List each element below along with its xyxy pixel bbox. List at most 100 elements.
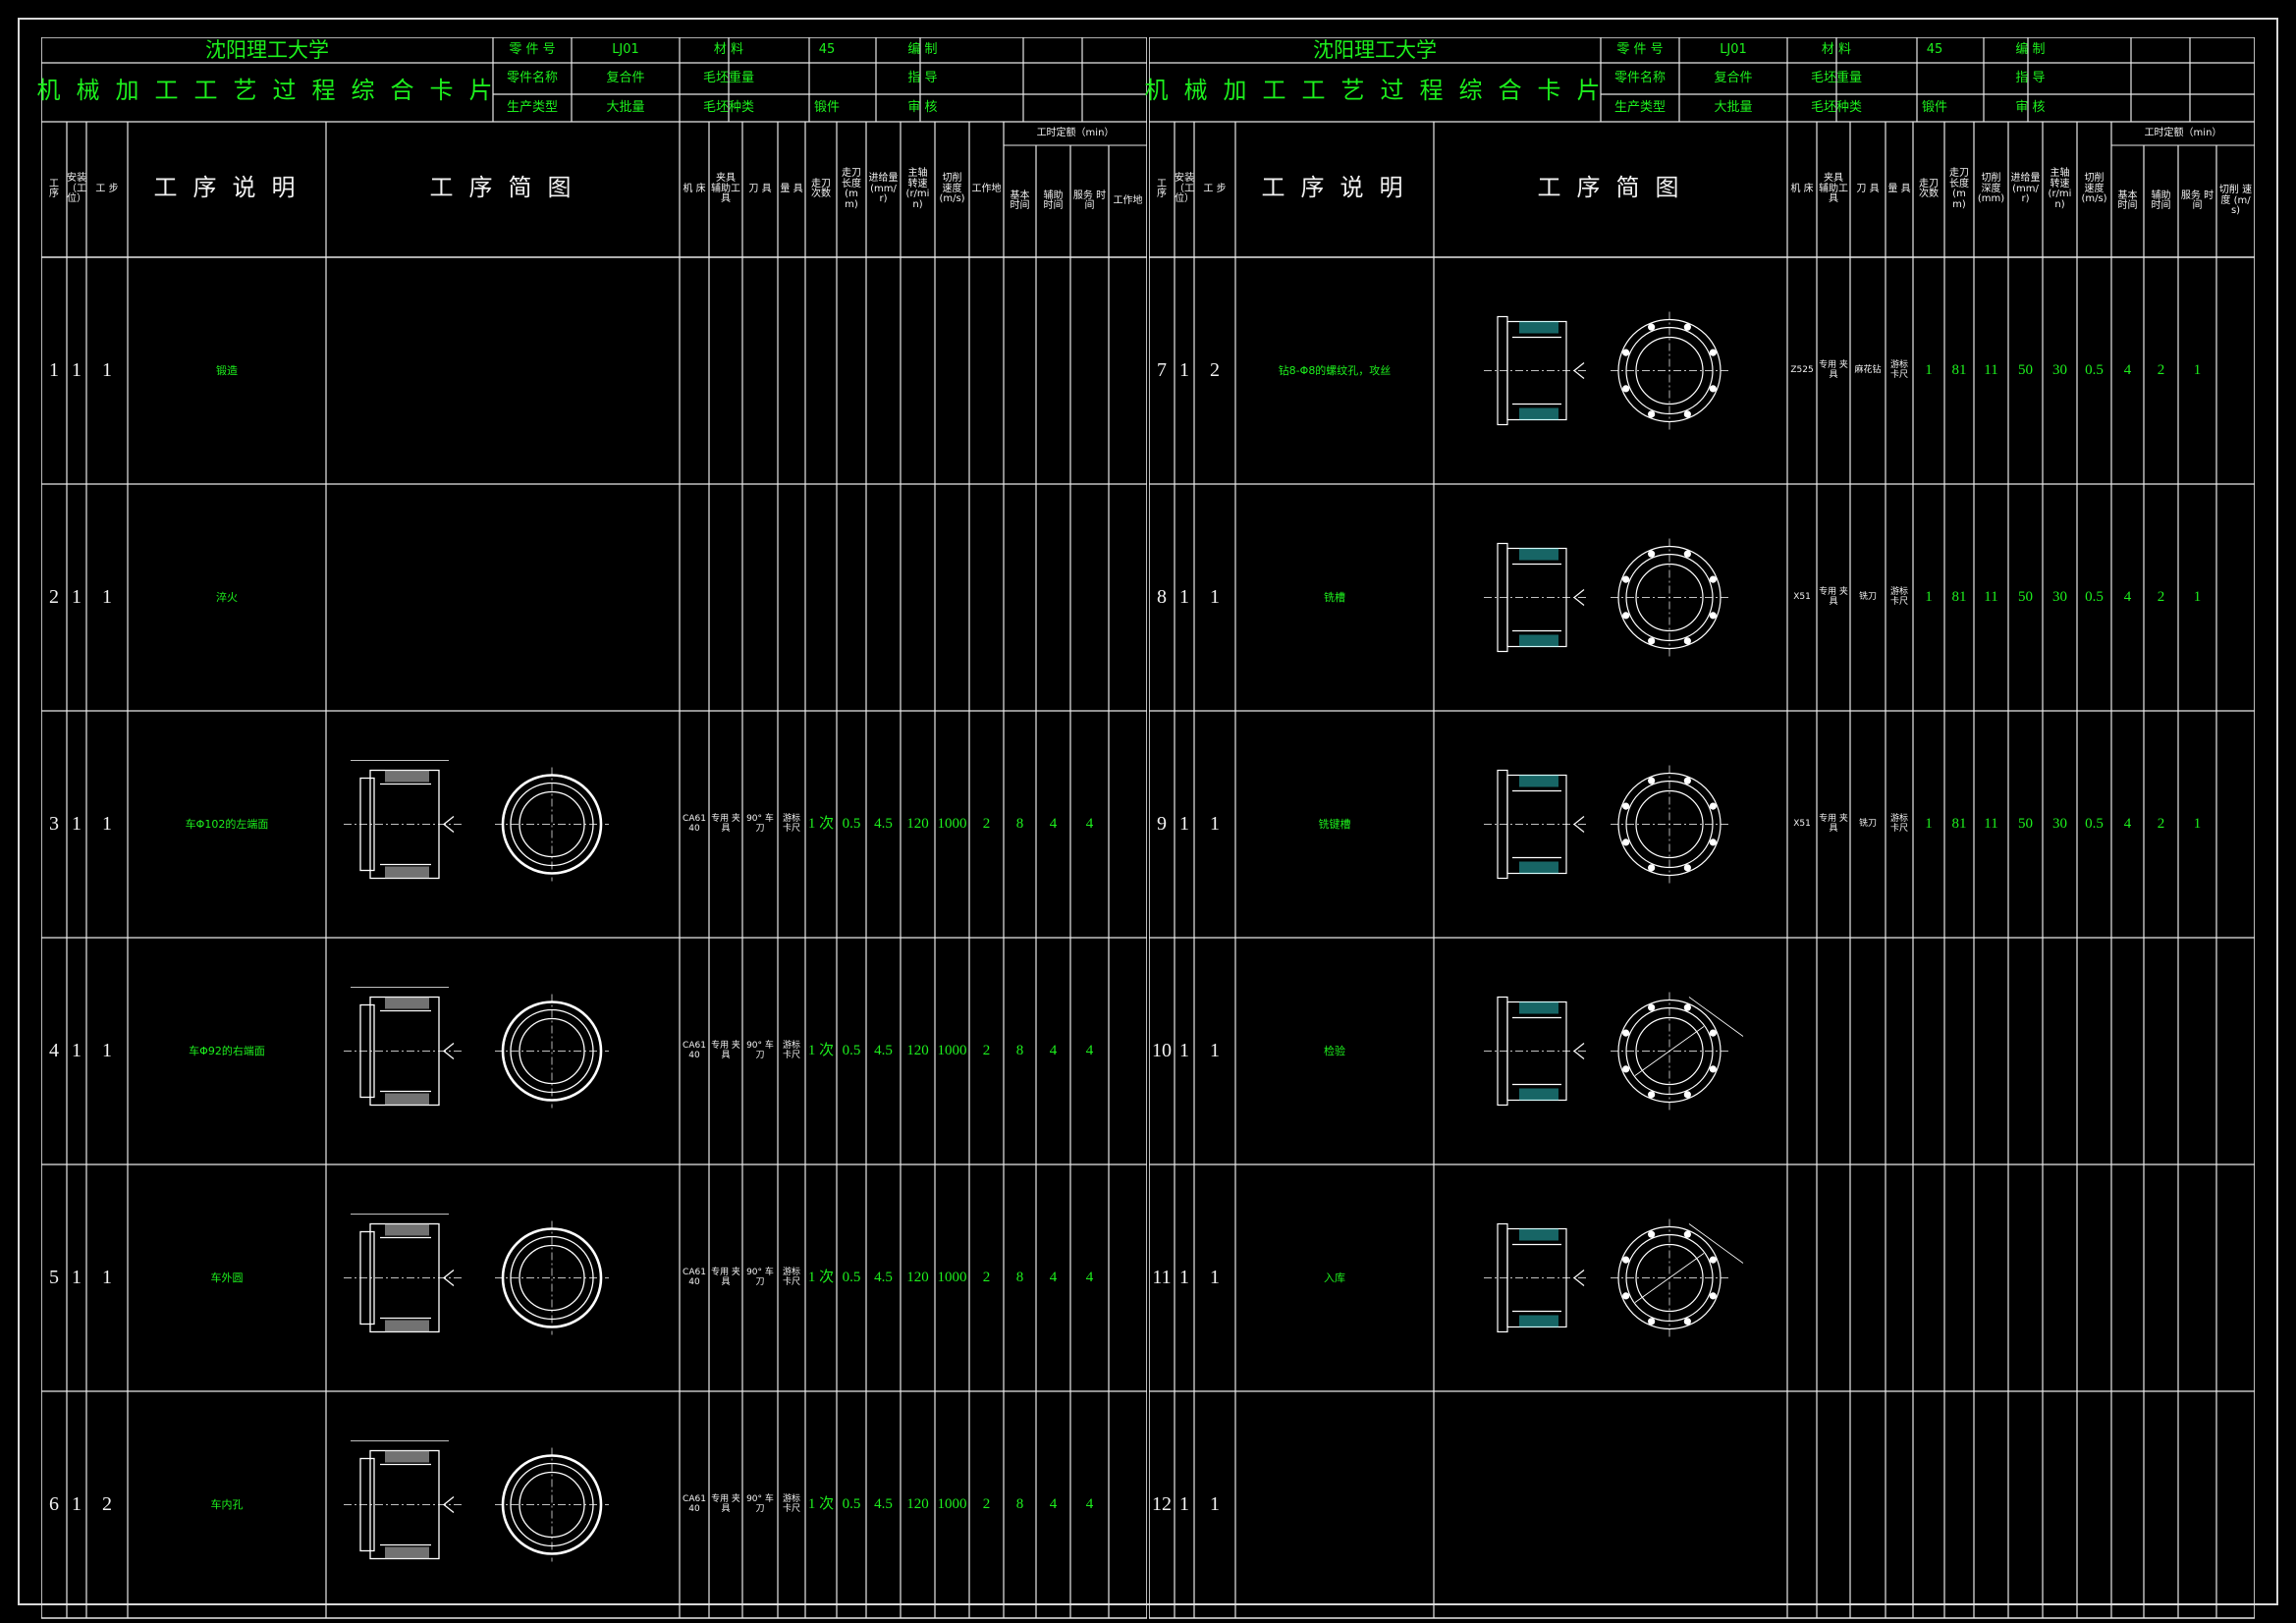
row-fixture: 专用 夹具 (1819, 587, 1848, 607)
field-value: 复合件 (1714, 71, 1753, 86)
row-tool: 麻花钻 (1854, 364, 1882, 375)
row-gauge (1886, 1391, 1913, 1618)
column-header-seq: 工 序 (1157, 178, 1167, 199)
field-value: 大批量 (1714, 100, 1753, 116)
row-tool: 铣刀 (1858, 818, 1877, 829)
row-time-3: 4 (1049, 1042, 1058, 1058)
card-grid (1149, 37, 2255, 1619)
row-fixture: 专用 夹具 (711, 1494, 740, 1514)
school-name: 沈阳理工大学 (205, 37, 329, 62)
row-gauge (1886, 938, 1913, 1164)
column-header-sketch: 工 序 简 图 (1537, 176, 1684, 202)
row-speed (2043, 1164, 2077, 1391)
row-machine: X51 (1793, 818, 1811, 829)
row-spindle: 50 (2018, 815, 2033, 832)
row-install: 1 (1179, 1040, 1189, 1061)
column-header-t_aux: 辅助 时间 (2151, 189, 2171, 211)
row-time-1 (2077, 1164, 2111, 1391)
column-header-tool: 刀 具 (748, 183, 772, 194)
row-length: 0.5 (842, 1042, 861, 1058)
row-speed: 30 (2052, 588, 2067, 605)
field-value (2077, 94, 2136, 122)
row-description: 锻造 (216, 363, 238, 377)
card-title: 机 械 加 工 工 艺 过 程 综 合 卡 片 (36, 79, 498, 105)
field-label: 零件名称 (1613, 71, 1666, 86)
row-feed (866, 484, 901, 711)
row-description: 铣槽 (1324, 590, 1345, 604)
field-value: LJ01 (612, 42, 639, 58)
row-seq: 1 (49, 359, 59, 381)
row-length: 0.5 (842, 815, 861, 832)
row-time-3: 2 (2157, 361, 2165, 378)
row-gauge: 游标卡尺 (1889, 814, 1908, 834)
row-step: 1 (102, 1267, 112, 1288)
row-gauge: 游标卡尺 (782, 1041, 800, 1060)
field-value (2077, 63, 2136, 94)
row-time-3 (2144, 1391, 2178, 1618)
row-time-3 (2144, 938, 2178, 1164)
row-spindle: 120 (906, 815, 929, 832)
column-header-t_basic: 基本 时间 (2117, 189, 2138, 211)
row-time-3 (1036, 257, 1070, 484)
row-spindle: 50 (2018, 361, 2033, 378)
row-description: 检验 (1324, 1044, 1345, 1057)
field-value: 45 (818, 42, 836, 58)
column-header-tool: 刀 具 (1856, 183, 1880, 194)
row-time-4 (1070, 484, 1109, 711)
row-description: 车外圆 (210, 1271, 244, 1284)
process-sketch (344, 760, 609, 882)
row-feed: 11 (1984, 588, 1998, 605)
row-time-2: 8 (1015, 1042, 1024, 1058)
row-step: 1 (102, 1040, 112, 1061)
column-header-passes: 走刀 次数 (1919, 178, 1939, 199)
row-time-2 (1004, 484, 1036, 711)
row-step: 1 (102, 586, 112, 608)
row-passes: 1 (1925, 815, 1933, 832)
row-passes: 1 次 (807, 1495, 835, 1512)
row-seq: 9 (1157, 813, 1167, 835)
row-machine: CA6140 (683, 1041, 706, 1060)
row-fixture (709, 484, 742, 711)
column-header-passes: 走刀 次数 (811, 178, 831, 199)
row-time-2 (2111, 938, 2144, 1164)
column-header-depth: 走刀 长度 (mm) (1949, 168, 1969, 210)
column-header-t_service: 服务 时间 (2180, 189, 2214, 211)
column-header-t_work: 切削 速度 (m/s) (2218, 185, 2253, 217)
column-header-cut-speed: 工作地 (971, 183, 1002, 194)
row-speed (935, 484, 969, 711)
row-feed: 11 (1984, 815, 1998, 832)
row-tool: 90° 车刀 (746, 1041, 774, 1060)
row-machine: CA6140 (683, 1268, 706, 1287)
row-machine: X51 (1793, 591, 1811, 602)
row-machine: CA6140 (683, 814, 706, 834)
row-description: 入库 (1324, 1271, 1345, 1284)
field-label: 零 件 号 (509, 42, 556, 58)
row-description: 车内孔 (210, 1497, 244, 1511)
row-feed: 4.5 (874, 1495, 893, 1512)
row-install: 1 (72, 1040, 82, 1061)
field-label: 材 料 (713, 42, 744, 58)
row-speed: 1000 (937, 1269, 967, 1285)
row-time-4: 4 (1085, 815, 1094, 832)
row-length (837, 257, 866, 484)
row-length (1944, 938, 1974, 1164)
row-time-4 (2178, 1391, 2216, 1618)
row-step: 1 (102, 359, 112, 381)
field-label: 毛坯重量 (702, 71, 754, 86)
row-description: 车Φ92的右端面 (189, 1044, 265, 1057)
row-time-4 (2178, 1164, 2216, 1391)
row-seq: 11 (1152, 1267, 1172, 1288)
row-gauge: 游标卡尺 (1889, 587, 1908, 607)
column-header-t_basic: 基本 时间 (1010, 189, 1030, 211)
row-passes (805, 257, 837, 484)
column-header-machine: 机 床 (683, 183, 706, 194)
field-label: 审 核 (2015, 100, 2046, 116)
field-value (969, 94, 1028, 122)
row-time-2 (2111, 1164, 2144, 1391)
column-header-gauge: 量 具 (1887, 183, 1911, 194)
row-time-1: 0.5 (2085, 588, 2104, 605)
field-value: LJ01 (1720, 42, 1747, 58)
row-length: 0.5 (842, 1495, 861, 1512)
card-title: 机 械 加 工 工 艺 过 程 综 合 卡 片 (1144, 79, 1606, 105)
field-value (969, 37, 1028, 63)
